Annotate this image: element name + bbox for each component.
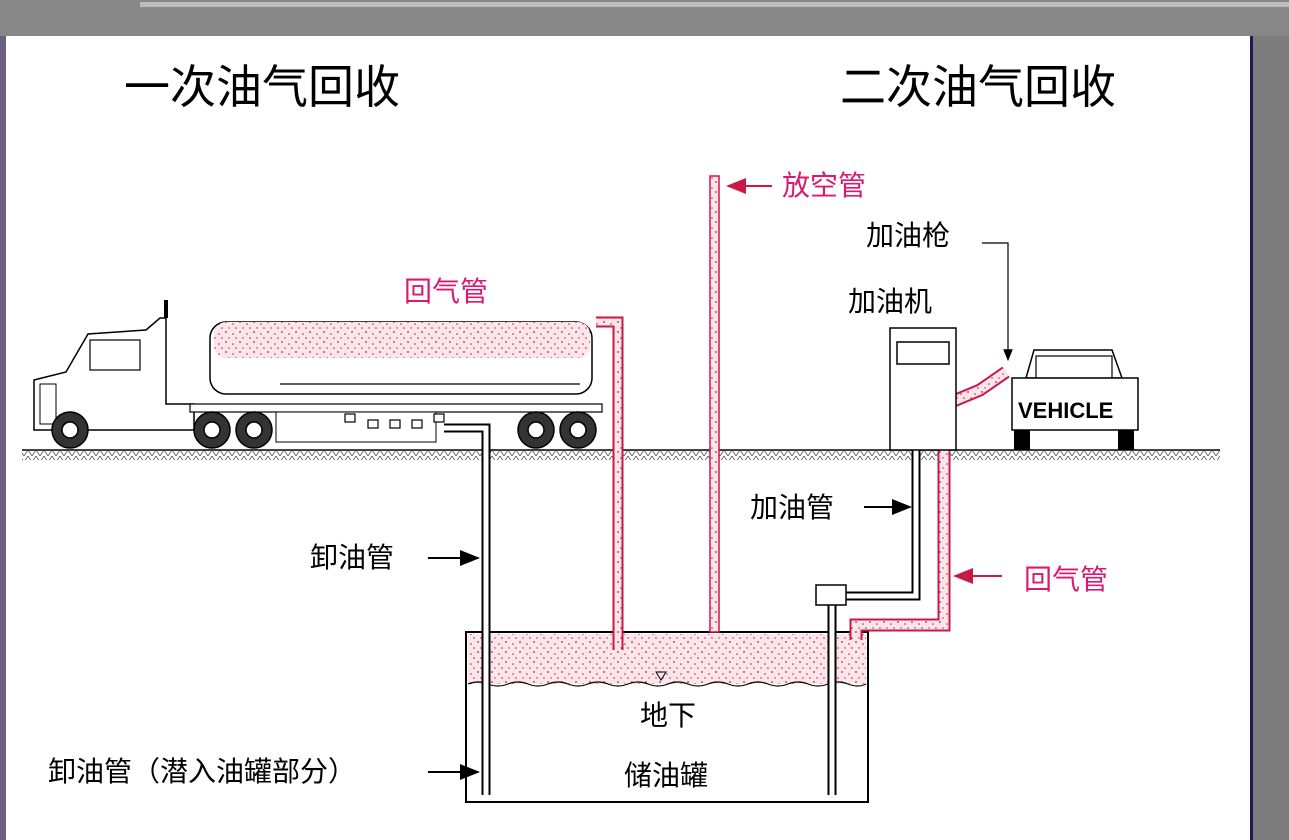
title-secondary-recovery: 二次油气回收: [840, 60, 1116, 114]
label-vent-pipe: 放空管: [782, 169, 867, 202]
label-tank-line1: 地下: [640, 699, 697, 732]
right-window-edge: [1250, 36, 1253, 840]
vapor-return-pipe-truck: [596, 316, 624, 650]
label-dispenser: 加油机: [848, 285, 933, 318]
left-window-edge: [0, 36, 6, 840]
top-window-highlight: [140, 2, 1289, 7]
label-vapor-return-top: 回气管: [404, 275, 489, 308]
tanker-truck: [33, 300, 603, 449]
label-unload-pipe-submerged: 卸油管（潜入油罐部分）: [48, 755, 357, 788]
unload-pipe: [444, 423, 491, 795]
label-arrows: [428, 178, 1002, 780]
right-window-bar: [1252, 36, 1289, 840]
title-primary-recovery: 一次油气回收: [124, 60, 400, 114]
vent-pipe: [709, 175, 720, 633]
label-tank-line2: 储油罐: [624, 759, 709, 792]
label-vapor-return-right: 回气管: [1024, 563, 1109, 596]
underground-tank: [465, 631, 869, 803]
label-nozzle: 加油枪: [866, 219, 951, 252]
label-fuel-pipe: 加油管: [750, 491, 835, 524]
vapor-return-pipe-dispenser: [849, 366, 1010, 640]
vehicle-label: VEHICLE: [1018, 398, 1113, 423]
fuel-dispenser: [889, 327, 957, 451]
vehicle: VEHICLE: [1011, 349, 1139, 450]
nozzle-leader: [982, 242, 1013, 362]
label-unload-pipe: 卸油管: [310, 541, 395, 574]
